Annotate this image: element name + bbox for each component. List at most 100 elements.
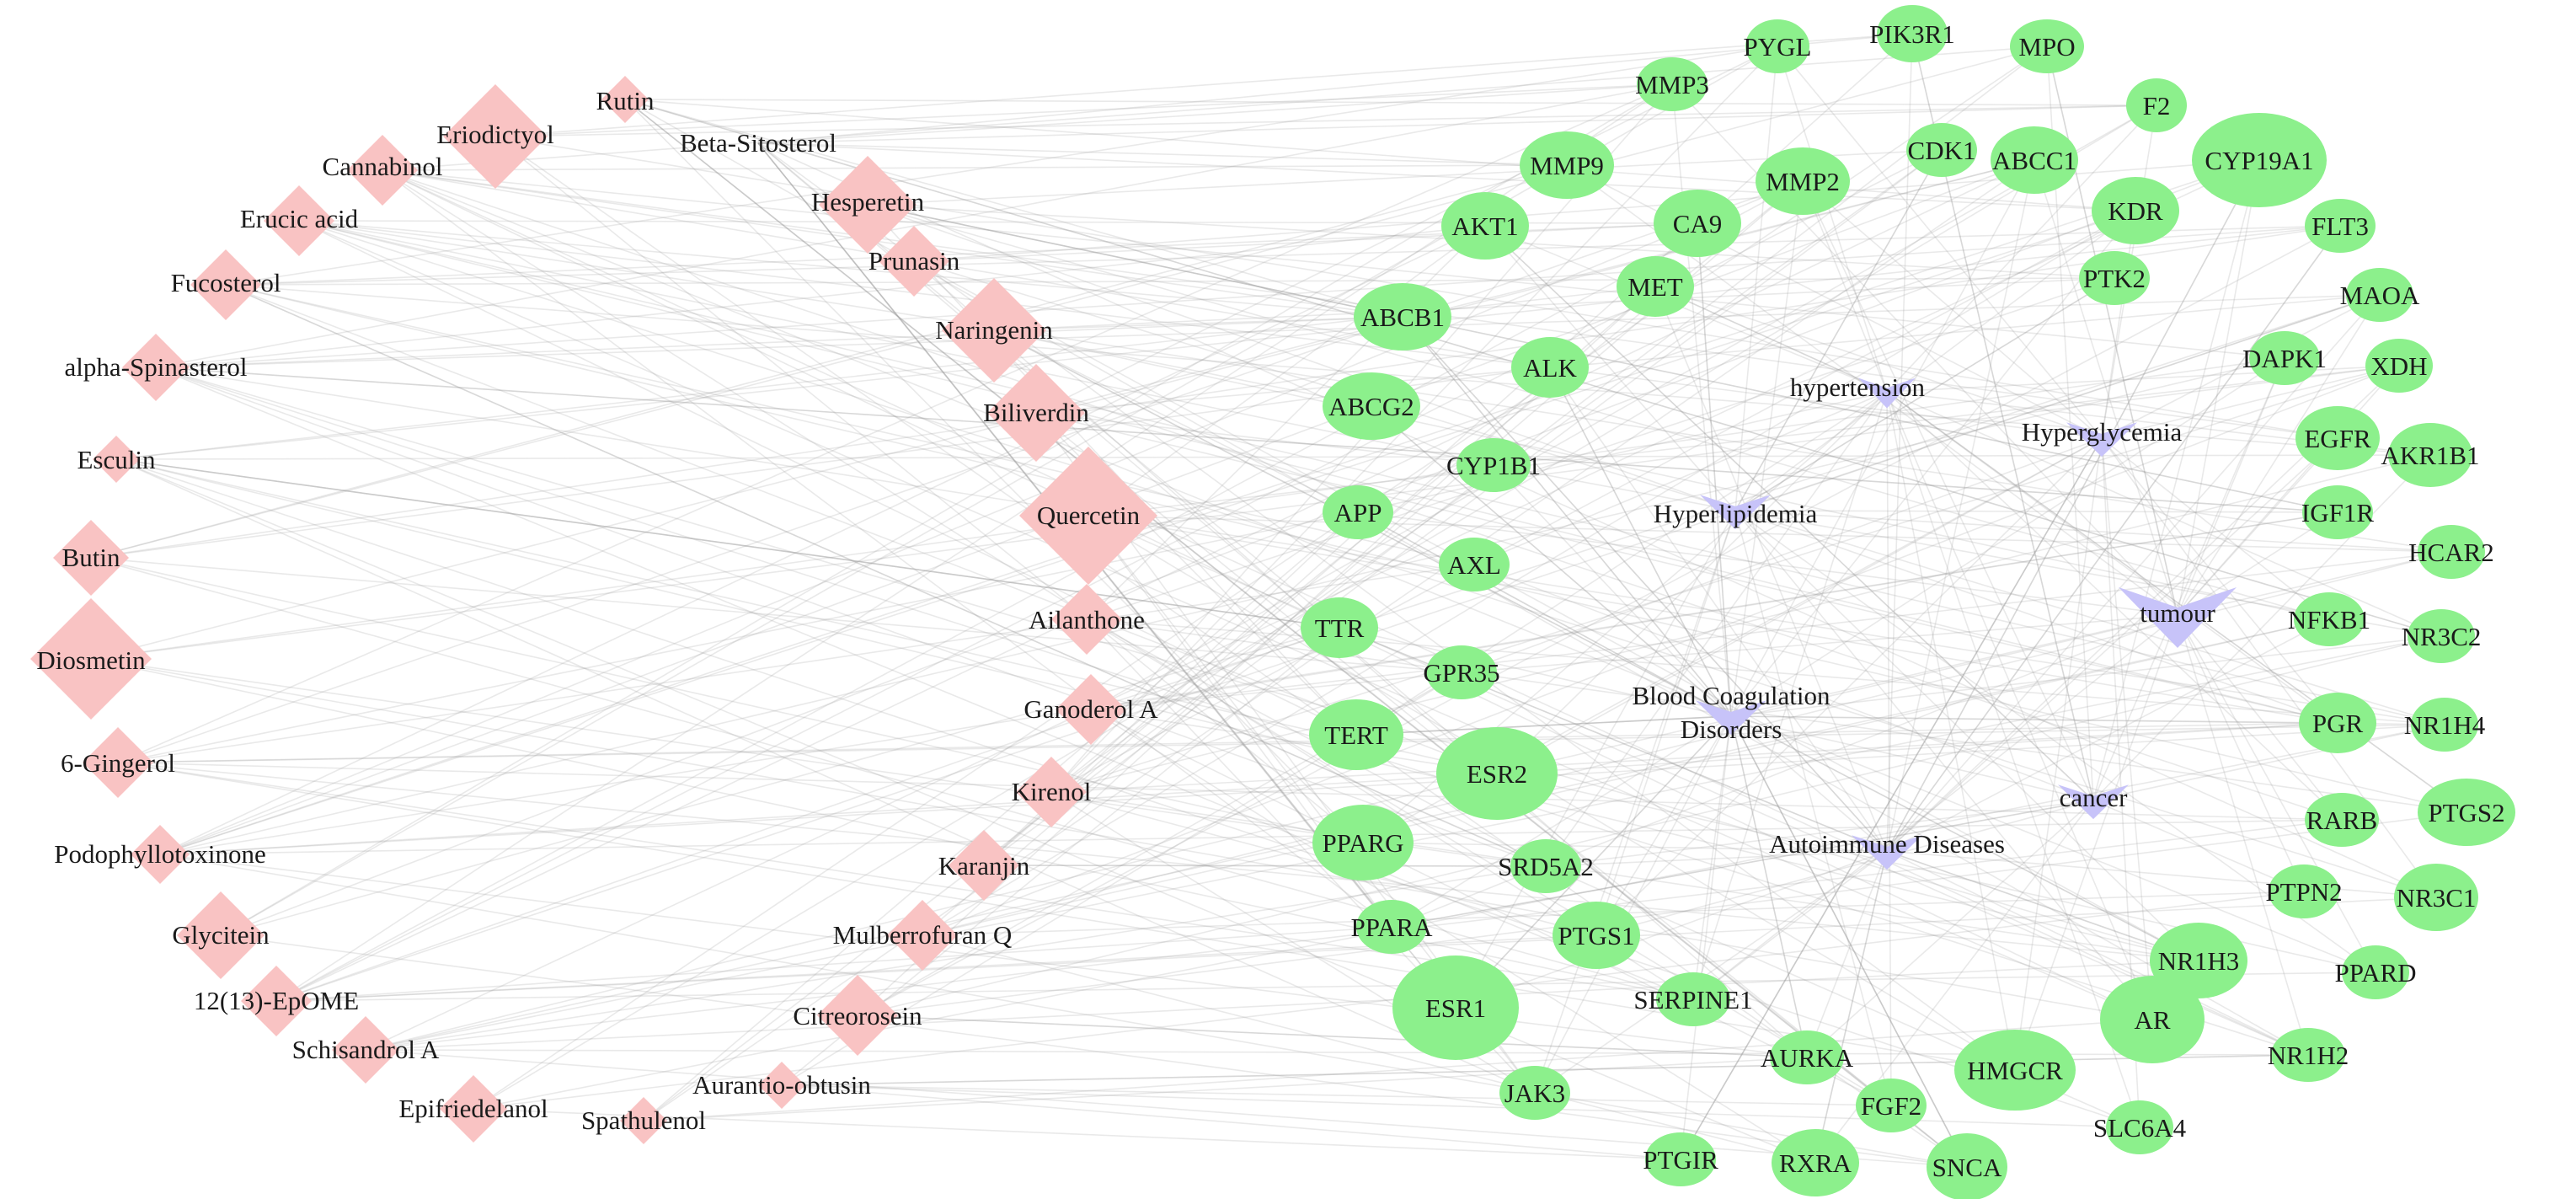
target-node-xdh[interactable]: XDH [2365,339,2433,393]
compound-node-cannabinol[interactable]: Cannabinol [323,135,443,206]
compound-node-beta-sitosterol[interactable]: Beta-Sitosterol [680,128,836,158]
compound-node-prunasin[interactable]: Prunasin [868,226,960,297]
edge [857,635,2442,1016]
target-node-ptk2[interactable]: PTK2 [2079,251,2150,305]
target-node-ptpn2[interactable]: PTPN2 [2265,864,2343,918]
target-node-nr1h3[interactable]: NR1H3 [2150,923,2247,998]
target-node-axl[interactable]: AXL [1439,538,1510,591]
compound-node-mulberrofuran-q[interactable]: Mulberrofuran Q [833,900,1013,971]
target-node-egfr[interactable]: EGFR [2295,406,2380,470]
compound-node-glycitein[interactable]: Glycitein [172,891,270,979]
target-node-akt1[interactable]: AKT1 [1441,192,1529,260]
target-node-met[interactable]: MET [1617,256,1694,317]
compound-label: Esculin [77,445,156,474]
target-node-nr3c2[interactable]: NR3C2 [2402,609,2482,663]
compound-node-12-13-epome[interactable]: 12(13)-EpOME [194,966,359,1036]
target-node-jak3[interactable]: JAK3 [1499,1066,1570,1120]
target-node-tert[interactable]: TERT [1309,699,1403,770]
compound-node-butin[interactable]: Butin [53,520,129,596]
target-node-pik3r1[interactable]: PIK3R1 [1869,5,1955,62]
compound-node-karanjin[interactable]: Karanjin [938,830,1030,901]
compound-node-epifriedelanol[interactable]: Epifriedelanol [398,1075,548,1143]
compound-node-fucosterol[interactable]: Fucosterol [171,249,281,320]
compound-node-kirenol[interactable]: Kirenol [1012,757,1092,827]
target-node-alk[interactable]: ALK [1511,337,1589,398]
target-node-nr1h4[interactable]: NR1H4 [2404,698,2486,752]
compound-node-naringenin[interactable]: Naringenin [935,278,1053,383]
target-node-ppard[interactable]: PPARD [2334,945,2417,999]
compound-node-ailanthone[interactable]: Ailanthone [1029,584,1145,655]
compound-node-citreorosein[interactable]: Citreorosein [793,975,922,1056]
target-label: PPARG [1322,828,1403,858]
compound-node-eriodictyol[interactable]: Eriodictyol [436,84,554,189]
target-node-abcg2[interactable]: ABCG2 [1323,372,1420,440]
disease-node-autoimmune-diseases[interactable]: Autoimmune Diseases [1769,829,2005,870]
target-node-snca[interactable]: SNCA [1927,1133,2007,1199]
target-node-pgr[interactable]: PGR [2299,693,2376,753]
edge [1549,367,1732,717]
disease-node-cancer[interactable]: cancer [2058,783,2129,820]
target-node-hcar2[interactable]: HCAR2 [2408,525,2494,579]
target-node-cdk1[interactable]: CDK1 [1906,123,1977,177]
target-node-mmp9[interactable]: MMP9 [1520,131,1614,199]
target-node-ptgs2[interactable]: PTGS2 [2418,779,2515,846]
target-node-cyp1b1[interactable]: CYP1B1 [1446,438,1541,492]
target-node-maoa[interactable]: MAOA [2340,268,2420,322]
target-node-hmgcr[interactable]: HMGCR [1954,1030,2076,1111]
compound-node-erucic-acid[interactable]: Erucic acid [240,185,359,256]
target-node-fgf2[interactable]: FGF2 [1856,1079,1927,1132]
disease-node-hyperlipidemia[interactable]: Hyperlipidemia [1654,495,1818,530]
compound-node-biliverdin[interactable]: Biliverdin [983,364,1089,462]
target-node-nr3c1[interactable]: NR3C1 [2394,864,2478,931]
target-node-srd5a2[interactable]: SRD5A2 [1498,839,1594,893]
compound-node-podophyllotoxinone[interactable]: Podophyllotoxinone [54,825,266,884]
target-node-esr1[interactable]: ESR1 [1392,955,1519,1060]
compound-node-rutin[interactable]: Rutin [596,76,655,123]
disease-node-tumour[interactable]: tumour [2119,587,2237,648]
target-node-mpo[interactable]: MPO [2010,19,2084,73]
compound-node-ganoderol-a[interactable]: Ganoderol A [1023,674,1158,745]
target-node-aurka[interactable]: AURKA [1761,1030,1854,1084]
target-node-ptgir[interactable]: PTGIR [1643,1132,1718,1186]
target-node-ppara[interactable]: PPARA [1350,900,1433,954]
target-node-rarb[interactable]: RARB [2305,793,2379,847]
compound-node-quercetin[interactable]: Quercetin [1019,447,1157,585]
target-node-mmp3[interactable]: MMP3 [1635,57,1709,111]
target-node-pparg[interactable]: PPARG [1312,805,1414,881]
target-node-ca9[interactable]: CA9 [1654,190,1741,257]
target-node-gpr35[interactable]: GPR35 [1423,645,1500,699]
compound-node-diosmetin[interactable]: Diosmetin [30,598,152,720]
target-node-igf1r[interactable]: IGF1R [2301,485,2374,539]
edge [1734,149,1943,511]
target-node-cyp19a1[interactable]: CYP19A1 [2192,113,2327,207]
target-node-slc6a4[interactable]: SLC6A4 [2093,1100,2187,1154]
target-node-ar[interactable]: AR [2100,976,2205,1063]
compound-node-hesperetin[interactable]: Hesperetin [811,156,925,254]
target-node-kdr[interactable]: KDR [2092,177,2179,244]
target-node-f2[interactable]: F2 [2126,78,2187,132]
target-node-akr1b1[interactable]: AKR1B1 [2381,423,2480,487]
target-node-mmp2[interactable]: MMP2 [1756,147,1850,215]
target-node-serpine1[interactable]: SERPINE1 [1633,972,1753,1026]
target-node-pygl[interactable]: PYGL [1744,19,1812,73]
target-node-dapk1[interactable]: DAPK1 [2242,331,2327,385]
compound-node-spathulenol[interactable]: Spathulenol [581,1097,706,1144]
target-node-ttr[interactable]: TTR [1301,597,1378,658]
disease-node-hypertension[interactable]: hypertension [1790,372,1926,409]
target-node-nr1h2[interactable]: NR1H2 [2268,1028,2349,1082]
compound-node-6-gingerol[interactable]: 6-Gingerol [61,727,175,798]
target-node-ptgs1[interactable]: PTGS1 [1553,902,1640,969]
target-node-flt3[interactable]: FLT3 [2305,199,2376,253]
compound-node-schisandrol-a[interactable]: Schisandrol A [292,1016,440,1084]
target-node-nfkb1[interactable]: NFKB1 [2288,592,2370,646]
target-node-esr2[interactable]: ESR2 [1436,727,1558,820]
target-node-abcc1[interactable]: ABCC1 [1991,126,2078,194]
target-node-abcb1[interactable]: ABCB1 [1354,283,1451,351]
target-node-app[interactable]: APP [1323,485,1393,539]
compound-node-esculin[interactable]: Esculin [77,436,156,483]
target-node-rxra[interactable]: RXRA [1772,1129,1859,1196]
compound-node-alpha-spinasterol[interactable]: alpha-Spinasterol [65,334,248,401]
disease-node-hyperglycemia[interactable]: Hyperglycemia [2022,417,2183,458]
compound-node-aurantio-obtusin[interactable]: Aurantio-obtusin [692,1062,871,1109]
